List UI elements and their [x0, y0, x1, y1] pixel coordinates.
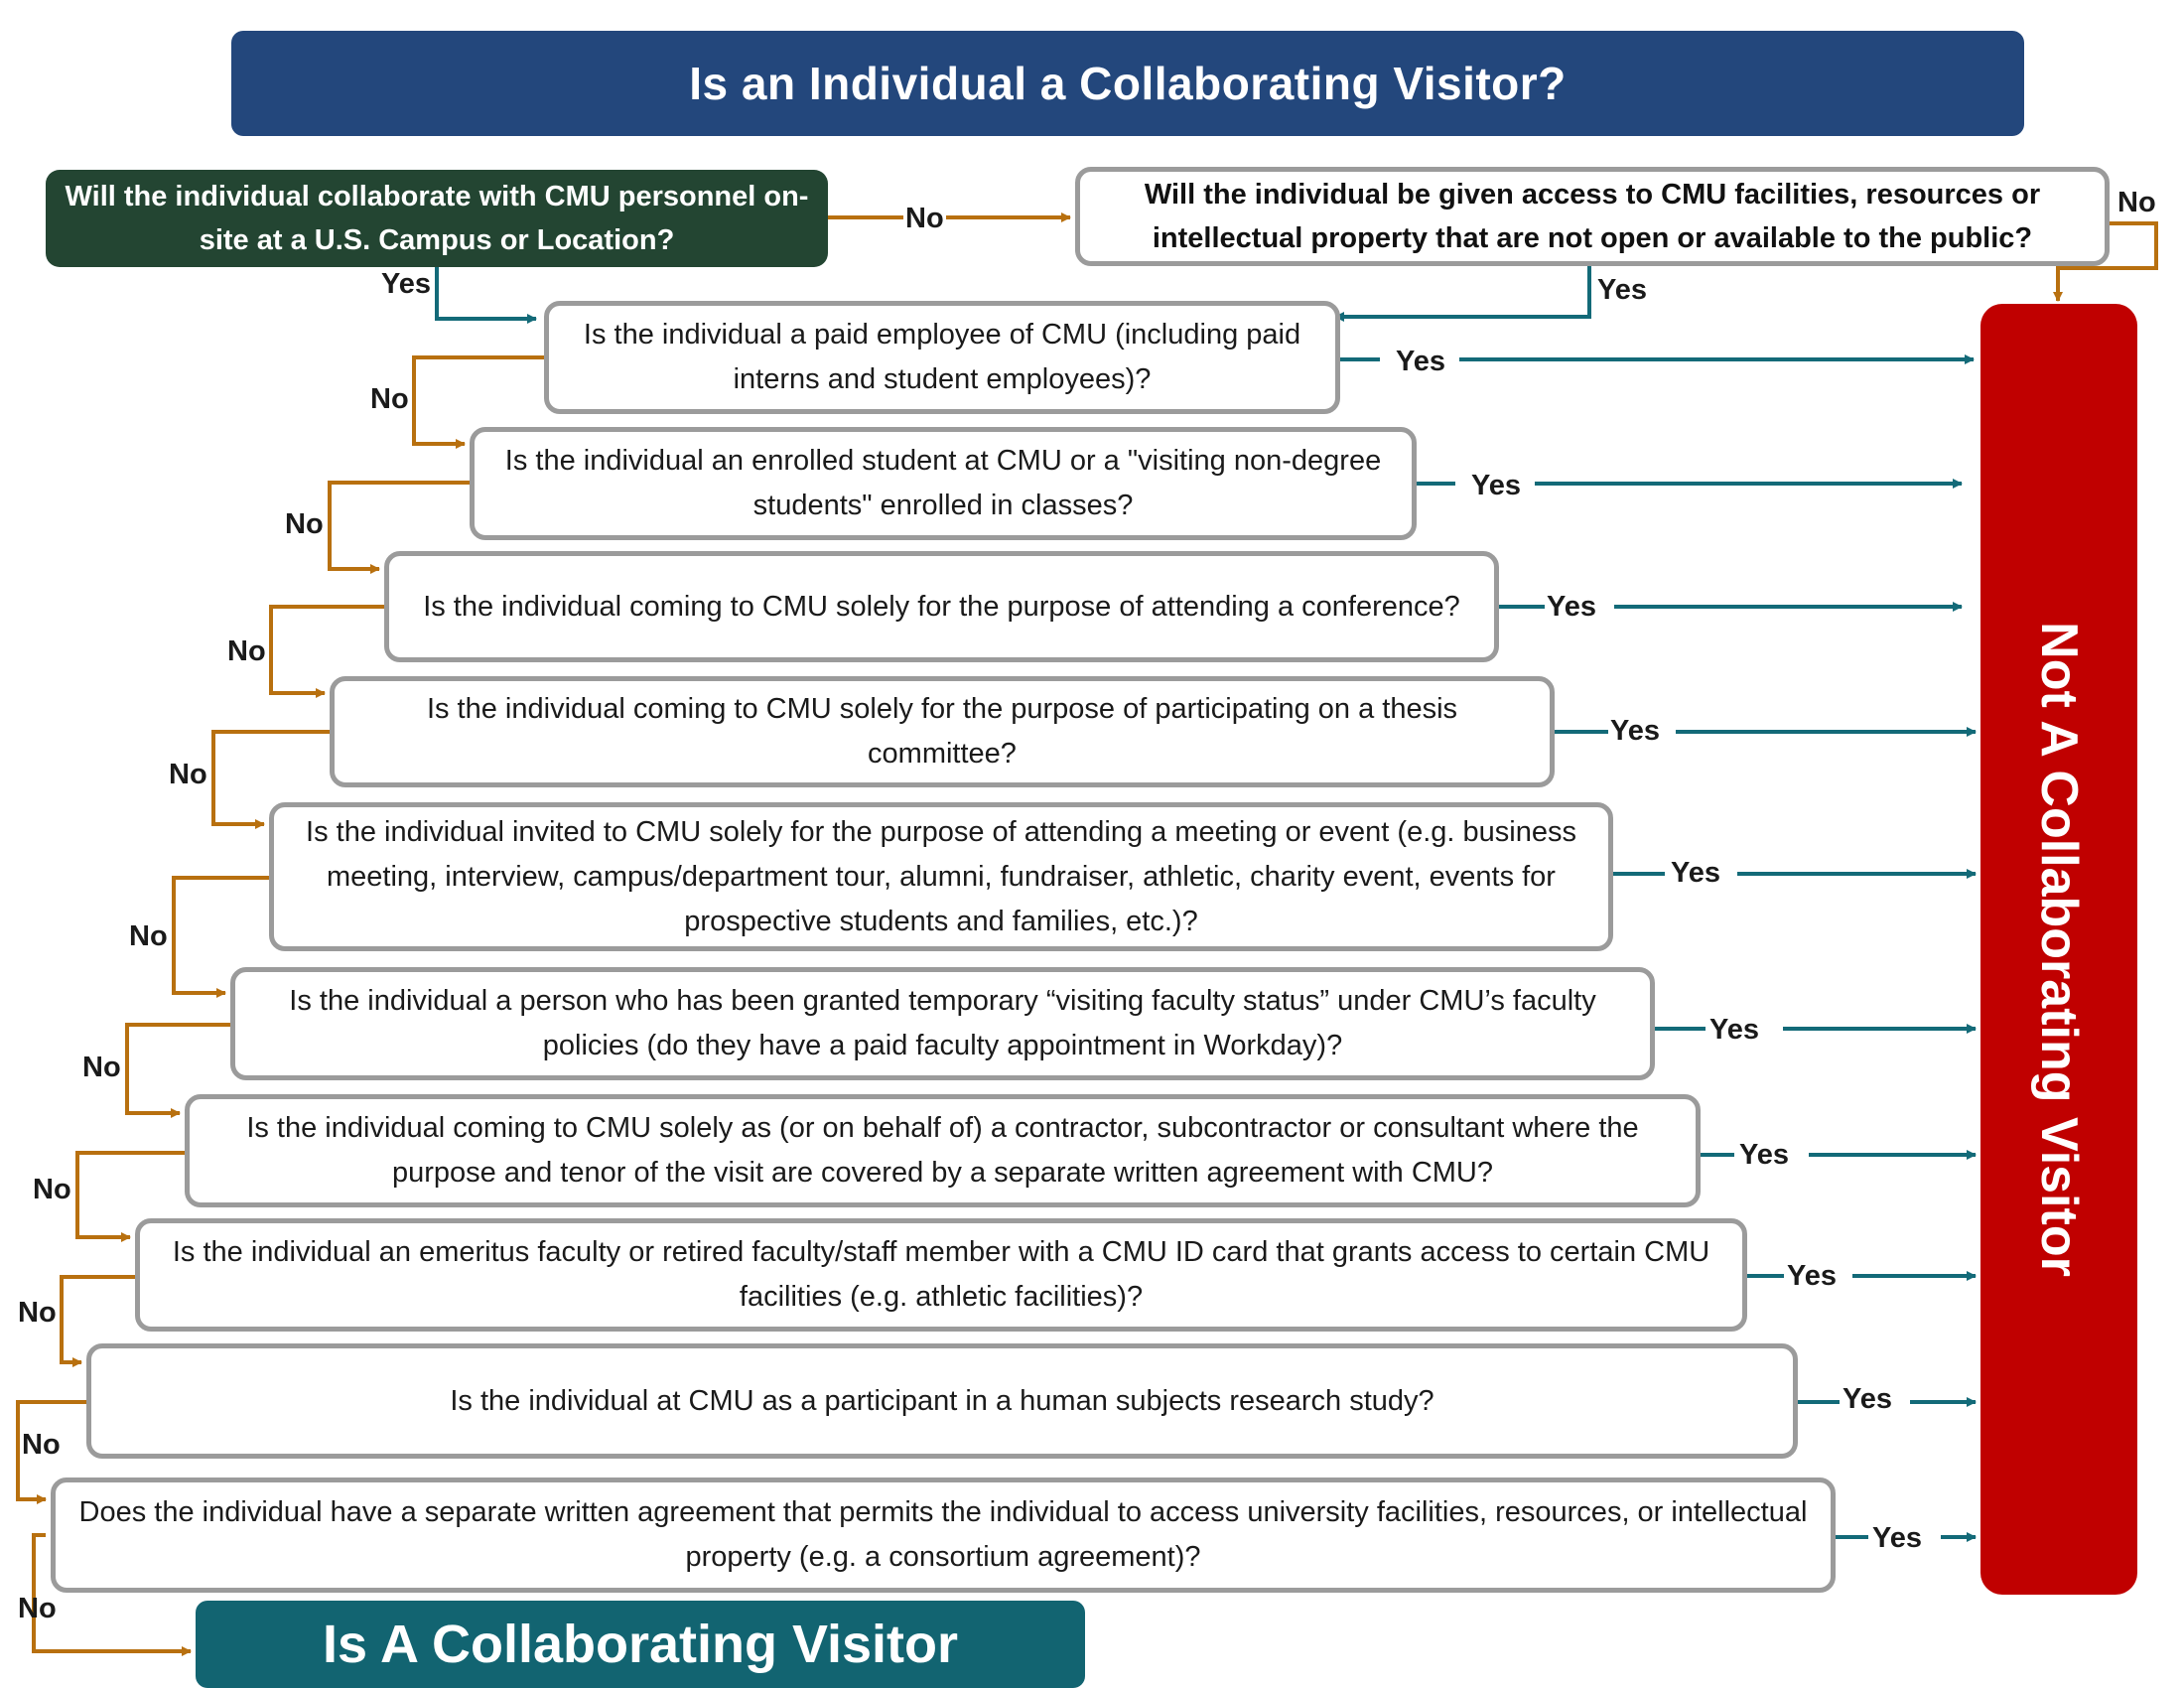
label-yes-q8: Yes — [1787, 1260, 1837, 1292]
label-no-q1: No — [370, 383, 409, 415]
no-arrow-q6-to-q7 — [125, 1023, 230, 1118]
is-collaborating-visitor-box: Is A Collaborating Visitor — [196, 1601, 1085, 1688]
label-no-q7: No — [33, 1174, 71, 1205]
label-yes-q2: Yes — [1471, 470, 1521, 501]
page-title: Is an Individual a Collaborating Visitor… — [231, 31, 2024, 136]
no-arrow-q3-to-q4 — [269, 605, 384, 698]
question-conference: Is the individual coming to CMU solely f… — [384, 551, 1499, 662]
question-enrolled-student: Is the individual an enrolled student at… — [470, 427, 1417, 540]
label-yes-start: Yes — [381, 268, 431, 300]
label-no-q2: No — [285, 508, 324, 540]
start-question-box: Will the individual collaborate with CMU… — [46, 170, 828, 267]
no-arrow-q1-to-q2 — [412, 355, 544, 449]
question-human-subjects: Is the individual at CMU as a participan… — [86, 1343, 1798, 1459]
label-no-q10: No — [18, 1593, 57, 1624]
question-thesis-committee: Is the individual coming to CMU solely f… — [330, 676, 1555, 787]
no-arrow-q9-to-q10 — [16, 1400, 86, 1504]
access-question-box: Will the individual be given access to C… — [1075, 167, 2110, 266]
no-arrow-q4-to-q5 — [211, 730, 330, 829]
label-no-start: No — [903, 203, 946, 234]
question-emeritus: Is the individual an emeritus faculty or… — [135, 1218, 1747, 1332]
not-collaborating-visitor-label: Not A Collaborating Visitor — [2030, 622, 2088, 1277]
label-no-q4: No — [169, 759, 207, 790]
no-arrow-q10-to-is — [32, 1533, 192, 1656]
yes-arrow-access-to-q1 — [1334, 266, 1591, 322]
label-yes-q7: Yes — [1739, 1139, 1789, 1171]
label-yes-q5: Yes — [1671, 857, 1720, 889]
question-contractor: Is the individual coming to CMU solely a… — [185, 1094, 1701, 1207]
label-yes-access: Yes — [1597, 274, 1647, 306]
no-arrow-access-to-not — [2053, 221, 2158, 302]
question-meeting-or-event: Is the individual invited to CMU solely … — [269, 802, 1613, 951]
question-visiting-faculty: Is the individual a person who has been … — [230, 967, 1655, 1080]
label-yes-q6: Yes — [1709, 1014, 1759, 1046]
label-yes-q10: Yes — [1872, 1522, 1922, 1554]
label-no-q6: No — [82, 1052, 121, 1083]
no-arrow-q5-to-q6 — [172, 876, 269, 998]
label-yes-q4: Yes — [1610, 715, 1660, 747]
question-paid-employee: Is the individual a paid employee of CMU… — [544, 301, 1340, 414]
label-no-q3: No — [227, 635, 266, 667]
no-arrow-q8-to-q9 — [60, 1275, 135, 1367]
no-arrow-q7-to-q8 — [75, 1151, 185, 1242]
no-arrow-q2-to-q3 — [328, 481, 470, 574]
yes-arrow-start-to-q1 — [435, 267, 537, 324]
question-separate-agreement: Does the individual have a separate writ… — [51, 1477, 1836, 1593]
label-yes-q3: Yes — [1547, 591, 1596, 623]
label-no-access: No — [2117, 187, 2156, 218]
label-yes-q1: Yes — [1396, 346, 1445, 377]
label-no-q5: No — [129, 920, 168, 952]
label-no-q8: No — [18, 1297, 57, 1329]
label-yes-q9: Yes — [1843, 1383, 1892, 1415]
not-collaborating-visitor-box: Not A Collaborating Visitor — [1980, 304, 2137, 1595]
label-no-q9: No — [22, 1429, 61, 1461]
